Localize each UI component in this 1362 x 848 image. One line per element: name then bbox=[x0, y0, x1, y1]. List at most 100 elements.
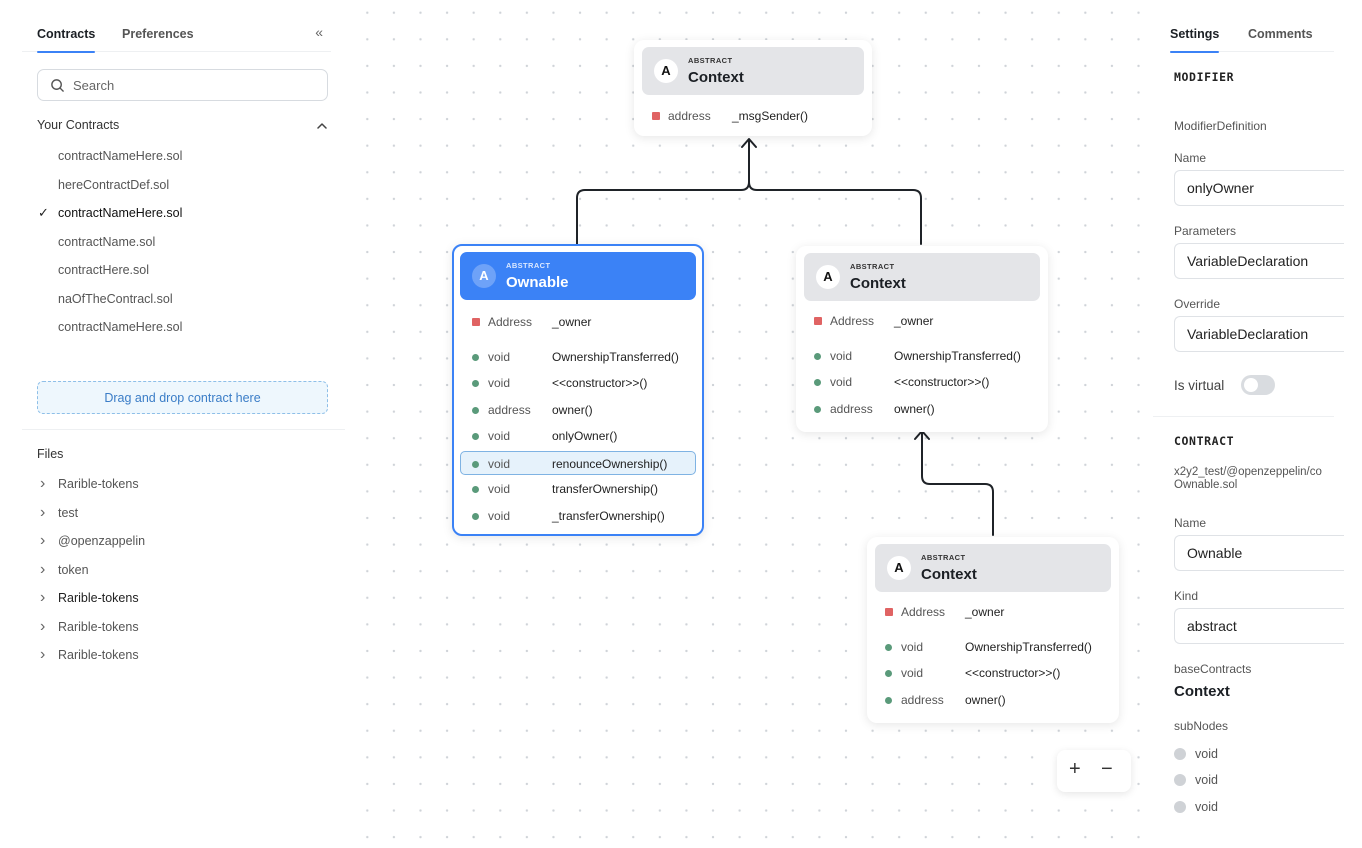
kind-field[interactable]: abstract bbox=[1174, 608, 1344, 644]
node-title: Ownable bbox=[506, 274, 569, 291]
contract-list-item[interactable]: hereContractDef.sol bbox=[37, 171, 328, 200]
node-kind: ABSTRACT bbox=[688, 56, 733, 65]
folder-name: @openzappelin bbox=[58, 534, 146, 548]
tab-comments[interactable]: Comments bbox=[1248, 27, 1313, 41]
edge-context2-to-context bbox=[748, 181, 922, 245]
contract-file-name: contractNameHere.sol bbox=[58, 320, 183, 334]
contract-list-item[interactable]: contractNameHere.sol bbox=[37, 313, 328, 342]
parameters-label: Parameters bbox=[1174, 224, 1237, 238]
modifier-name-field[interactable]: onlyOwner bbox=[1174, 170, 1344, 206]
contract-list-item[interactable]: contractNameHere.sol bbox=[37, 142, 328, 171]
collapse-sidebar-icon[interactable]: « bbox=[315, 24, 323, 40]
subnode-item[interactable]: void bbox=[1174, 800, 1218, 814]
member-variable-row[interactable]: Address_owner bbox=[454, 310, 702, 334]
folder-name: Rarible-tokens bbox=[58, 477, 139, 491]
contract-list-item[interactable]: contractHere.sol bbox=[37, 256, 328, 285]
function-marker-icon bbox=[472, 433, 479, 440]
file-tree-item[interactable]: ›test bbox=[37, 499, 328, 528]
zoom-out-button[interactable]: − bbox=[1101, 758, 1113, 780]
search-box[interactable] bbox=[37, 69, 328, 101]
file-tree: ›Rarible-tokens›test›@openzappelin›token… bbox=[37, 470, 328, 670]
tab-settings[interactable]: Settings bbox=[1170, 27, 1220, 53]
member-name: renounceOwnership() bbox=[552, 456, 668, 471]
member-function-row[interactable]: void<<constructor>>() bbox=[796, 370, 1048, 394]
parameters-field[interactable]: VariableDeclaration bbox=[1174, 243, 1344, 279]
base-contracts-value[interactable]: Context bbox=[1174, 683, 1230, 700]
node-kind: ABSTRACT bbox=[921, 553, 966, 562]
chevron-right-icon[interactable]: › bbox=[40, 617, 46, 635]
member-function-row[interactable]: void<<constructor>>() bbox=[867, 661, 1119, 685]
chevron-right-icon[interactable]: › bbox=[40, 475, 46, 492]
tab-preferences[interactable]: Preferences bbox=[122, 27, 194, 41]
tab-contracts[interactable]: Contracts bbox=[37, 27, 96, 53]
contract-path-line1: x2y2_test/@openzeppelin/co bbox=[1174, 466, 1322, 478]
file-tree-item[interactable]: ›token bbox=[37, 556, 328, 585]
node-header[interactable]: A ABSTRACT Context bbox=[642, 47, 864, 95]
function-marker-icon bbox=[472, 380, 479, 387]
kind-label: Kind bbox=[1174, 589, 1199, 603]
contract-list-item[interactable]: ✓contractNameHere.sol bbox=[37, 199, 328, 228]
member-variable-row[interactable]: Address_owner bbox=[867, 600, 1119, 624]
chevron-right-icon[interactable]: › bbox=[40, 532, 46, 549]
node-title: Context bbox=[688, 69, 744, 86]
variable-marker-icon bbox=[472, 318, 480, 326]
contract-path: x2y2_test/@openzeppelin/co Ownable.sol bbox=[1174, 466, 1344, 492]
chevron-right-icon[interactable]: › bbox=[40, 589, 46, 606]
member-type: void bbox=[830, 375, 853, 389]
contract-name-field[interactable]: Ownable bbox=[1174, 535, 1344, 571]
contract-list-item[interactable]: contractName.sol bbox=[37, 228, 328, 257]
chevron-right-icon[interactable]: › bbox=[40, 503, 46, 521]
file-tree-item[interactable]: › Rarible-tokens bbox=[37, 470, 328, 499]
contract-dropzone[interactable]: Drag and drop contract here bbox=[37, 381, 328, 414]
inheritance-edges bbox=[576, 138, 994, 536]
your-contracts-header[interactable]: Your Contracts bbox=[37, 118, 328, 136]
file-tree-item[interactable]: ›Rarible-tokens bbox=[37, 613, 328, 642]
node-title: Context bbox=[921, 566, 977, 583]
contract-section-title: CONTRACT bbox=[1174, 434, 1235, 448]
zoom-in-button[interactable]: + bbox=[1069, 758, 1081, 780]
file-tree-item[interactable]: ›Rarible-tokens bbox=[37, 641, 328, 670]
member-name: owner() bbox=[965, 692, 1006, 707]
member-function-row[interactable]: void<<constructor>>() bbox=[454, 371, 702, 395]
member-variable-row[interactable]: address_msgSender() bbox=[634, 104, 872, 128]
member-type: void bbox=[488, 349, 511, 364]
is-virtual-toggle[interactable] bbox=[1241, 375, 1275, 395]
subnode-item[interactable]: void bbox=[1174, 747, 1218, 761]
base-contracts-label: baseContracts bbox=[1174, 662, 1252, 676]
node-header[interactable]: A ABSTRACT Ownable bbox=[460, 252, 696, 300]
override-field[interactable]: VariableDeclaration bbox=[1174, 316, 1344, 352]
member-name: _owner bbox=[894, 314, 934, 328]
file-tree-item[interactable]: ›Rarible-tokens bbox=[37, 584, 328, 613]
diagram-canvas[interactable]: A ABSTRACT Context address_msgSender() A… bbox=[345, 0, 1153, 848]
settings-panel: Settings Comments MODIFIER ModifierDefin… bbox=[1153, 0, 1362, 848]
chevron-right-icon[interactable]: › bbox=[40, 646, 46, 663]
node-header[interactable]: A ABSTRACT Context bbox=[804, 253, 1040, 301]
search-input[interactable] bbox=[73, 77, 313, 93]
contract-list-item[interactable]: naOfTheContracl.sol bbox=[37, 285, 328, 314]
function-marker-icon bbox=[885, 643, 892, 651]
node-header[interactable]: A ABSTRACT Context bbox=[875, 544, 1111, 592]
member-function-row[interactable]: void_transferOwnership() bbox=[454, 504, 702, 528]
function-marker-icon bbox=[814, 379, 821, 386]
chevron-up-icon[interactable] bbox=[316, 120, 328, 132]
chevron-right-icon[interactable]: › bbox=[40, 560, 46, 578]
member-type: address bbox=[830, 401, 873, 416]
contract-node-context-top[interactable]: A ABSTRACT Context address_msgSender() bbox=[634, 40, 872, 136]
member-variable-row[interactable]: Address_owner bbox=[796, 309, 1048, 333]
file-tree-item[interactable]: › @openzappelin bbox=[37, 527, 328, 556]
abstract-badge-icon: A bbox=[472, 264, 496, 288]
subnode-item[interactable]: void bbox=[1174, 773, 1218, 787]
